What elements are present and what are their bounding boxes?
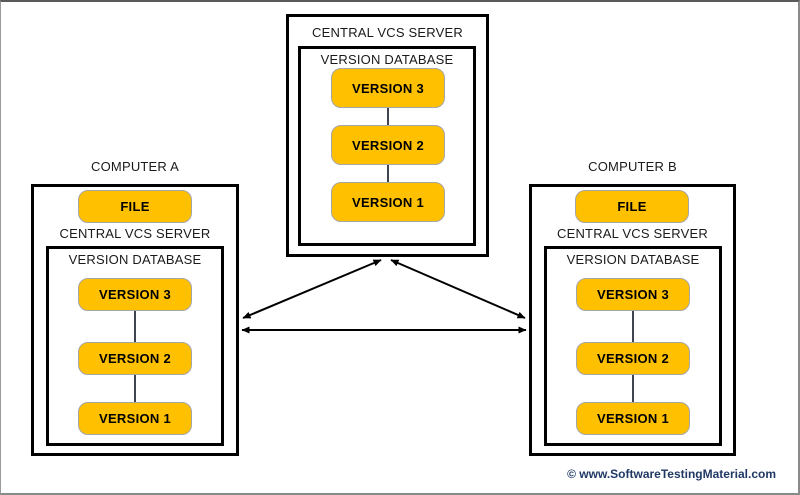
central-server-title: CENTRAL VCS SERVER — [312, 25, 463, 40]
computer-a-title: COMPUTER A — [91, 159, 179, 174]
central-version-1-box: VERSION 1 — [331, 182, 445, 222]
computer-b-connector-2-1 — [632, 375, 634, 402]
computer-a-file-box: FILE — [78, 190, 192, 223]
computer-b-file-box: FILE — [575, 190, 689, 223]
computer-a-connector-3-2 — [134, 311, 136, 342]
computer-b-version-database-title: VERSION DATABASE — [566, 252, 700, 267]
computer-a-connector-2-1 — [134, 375, 136, 402]
computer-b-version-2-box: VERSION 2 — [576, 342, 690, 375]
computer-b-server-label: CENTRAL VCS SERVER — [557, 226, 708, 241]
computer-b-version-3-box: VERSION 3 — [576, 278, 690, 311]
computer-a-version-1-box: VERSION 1 — [78, 402, 192, 435]
computer-b-title: COMPUTER B — [588, 159, 677, 174]
central-version-2-box: VERSION 2 — [331, 125, 445, 165]
computer-a-version-2-box: VERSION 2 — [78, 342, 192, 375]
computer-b-version-1-box: VERSION 1 — [576, 402, 690, 435]
arrow-server-to-computer-b — [390, 259, 526, 319]
computer-a-version-database-title: VERSION DATABASE — [68, 252, 202, 267]
central-version-database-title: VERSION DATABASE — [320, 52, 454, 67]
computer-b-connector-3-2 — [632, 311, 634, 342]
watermark-text: © www.SoftwareTestingMaterial.com — [567, 467, 776, 481]
central-version-3-box: VERSION 3 — [331, 68, 445, 108]
central-connector-2-1 — [387, 165, 389, 182]
central-connector-3-2 — [387, 108, 389, 125]
arrow-server-to-computer-a — [242, 259, 382, 319]
computer-a-server-label: CENTRAL VCS SERVER — [59, 226, 211, 241]
computer-a-version-3-box: VERSION 3 — [78, 278, 192, 311]
